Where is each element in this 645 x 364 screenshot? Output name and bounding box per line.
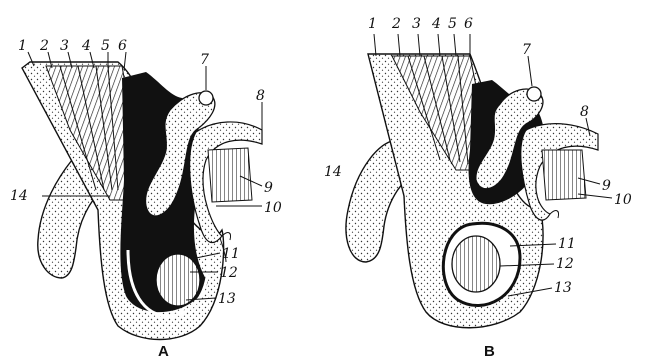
label-a-6: 6 (118, 38, 127, 54)
label-a-7: 7 (200, 52, 209, 68)
label-b-13: 13 (554, 280, 572, 296)
panel-label-b: B (484, 343, 495, 360)
label-b-4: 4 (431, 16, 441, 32)
label-a-5: 5 (101, 38, 110, 54)
label-a-4: 4 (81, 38, 91, 54)
label-b-5: 5 (448, 16, 457, 32)
label-a-10: 10 (264, 200, 282, 216)
label-a-11: 11 (222, 246, 240, 262)
label-b-8: 8 (580, 104, 589, 120)
label-a-14: 14 (10, 188, 28, 204)
label-a-12: 12 (220, 265, 238, 281)
label-b-2: 2 (391, 16, 401, 32)
muscle-block (208, 148, 252, 202)
label-b-11: 11 (558, 236, 576, 252)
label-a-9: 9 (264, 180, 273, 196)
label-a-13: 13 (218, 291, 236, 307)
label-a-8: 8 (256, 88, 265, 104)
label-b-14: 14 (324, 164, 342, 180)
label-a-1: 1 (18, 38, 27, 54)
muscle-block (542, 150, 586, 200)
label-a-2: 2 (39, 38, 49, 54)
testis-shape (452, 236, 500, 292)
label-b-6: 6 (464, 16, 473, 32)
label-a-3: 3 (60, 38, 69, 54)
label-b-1: 1 (368, 16, 377, 32)
label-b-10: 10 (614, 192, 632, 208)
label-b-9: 9 (602, 178, 611, 194)
label-b-3: 3 (412, 16, 421, 32)
panel-label-a: A (158, 343, 169, 360)
label-b-12: 12 (556, 256, 574, 272)
label-b-7: 7 (522, 42, 531, 58)
testis-shape (156, 254, 200, 306)
